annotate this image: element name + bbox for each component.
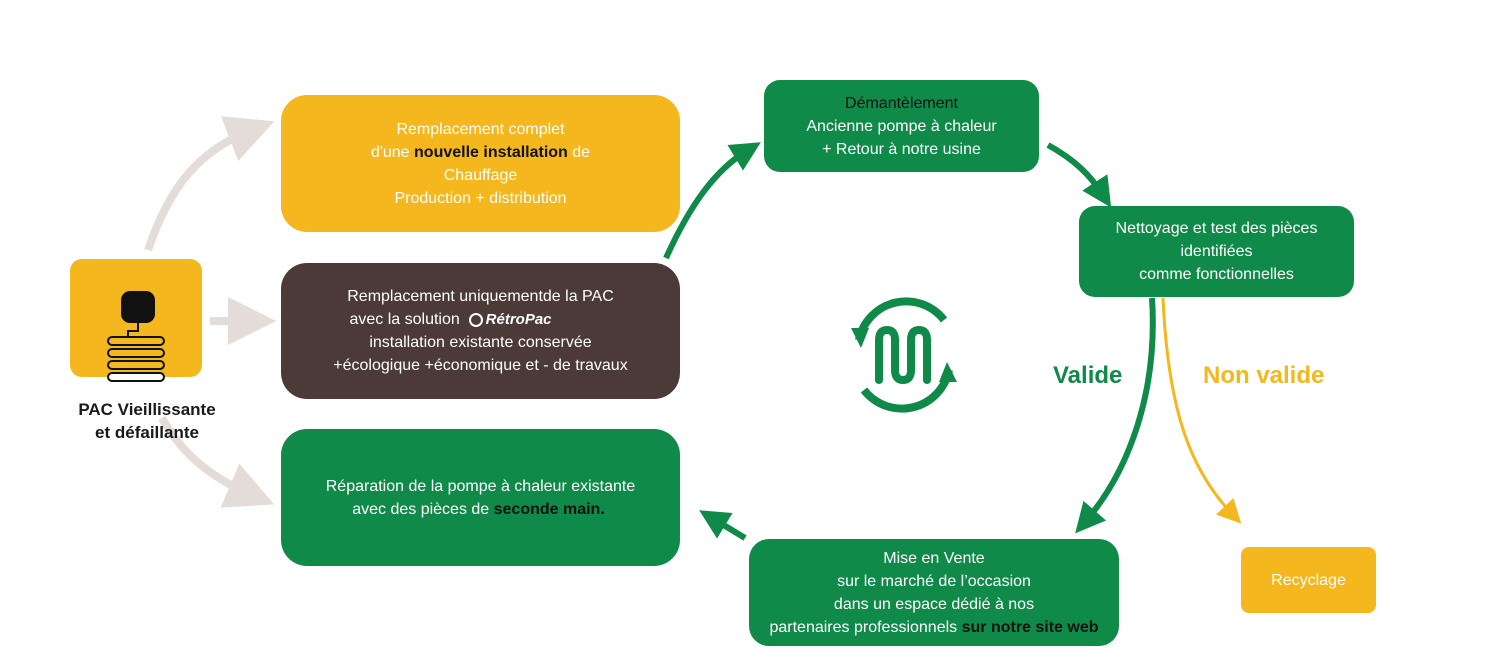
arrow-to-repair [158,416,275,508]
pac-label-line1: PAC Vieillissante [78,400,216,419]
highlight-nouvelle-installation: nouvelle installation [414,143,568,161]
arrow-to-demantelement [663,142,761,260]
box-remplacement-complet: Remplacement complet d'une nouvelle inst… [281,95,680,232]
arrow-to-nettoyage [1046,142,1112,208]
retropac-logo: RétroPac [468,308,552,331]
vente-line4: partenaires professionnels sur notre sit… [769,618,1099,636]
box-recyclage: Recyclage [1241,547,1376,613]
box-demantelement: Démantèlement Ancienne pompe à chaleur +… [764,80,1039,172]
nettoyage-line3: comme fonctionnelles [1139,266,1294,283]
repair-line1: Réparation de la pompe à chaleur existan… [325,477,636,495]
retropac-line4: +écologique +économique et - de travaux [333,357,628,375]
highlight-seconde-main: seconde main. [493,500,605,518]
retropac-line3: installation existante conservée [369,334,592,352]
complete-line1: Remplacement complet [396,120,565,138]
pac-icon-box [70,259,202,382]
retropac-line1: Remplacement uniquementde la PAC [347,287,614,305]
label-non-valide: Non valide [1203,362,1325,389]
demantelement-line2: Ancienne pompe à chaleur [806,117,997,135]
retropac-line2: avec la solution RétroPac [349,308,551,331]
demantelement-line3: + Retour à notre usine [822,140,981,158]
demantelement-title: Démantèlement [845,94,958,112]
pac-label-line2: et défaillante [95,423,199,442]
arrow-to-complete [144,116,275,252]
arrow-to-recyclage [1161,297,1242,524]
recycle-coil-icon [851,297,957,413]
recyclage-label: Recyclage [1271,571,1346,589]
highlight-site-web: sur notre site web [961,618,1099,636]
complete-line4: Production + distribution [394,189,567,207]
complete-line3: Chauffage [443,166,518,184]
repair-line2: avec des pièces de seconde main. [352,500,605,518]
box-nettoyage: Nettoyage et test des pièces identifiées… [1079,206,1354,297]
box-remplacement-retropac: Remplacement uniquementde la PAC avec la… [281,263,680,399]
retropac-logo-icon [468,312,483,327]
nettoyage-line1: Nettoyage et test des pièces [1115,220,1318,237]
heat-pump-icon [107,291,165,382]
box-mise-en-vente: Mise en Vente sur le marché de l’occasio… [749,539,1119,646]
vente-line3: dans un espace dédié à nos [833,595,1035,613]
box-reparation: Réparation de la pompe à chaleur existan… [281,429,680,566]
vente-line1: Mise en Vente [883,549,985,567]
arrow-to-vente [1075,297,1156,534]
arrow-to-repair-back [699,510,747,541]
complete-line2: d'une nouvelle installation de [370,143,591,161]
vente-line2: sur le marché de l’occasion [837,572,1031,590]
nettoyage-line2: identifiées [1180,243,1253,260]
label-valide: Valide [1053,362,1123,389]
pac-label: PAC Vieillissante et défaillante [62,398,232,444]
